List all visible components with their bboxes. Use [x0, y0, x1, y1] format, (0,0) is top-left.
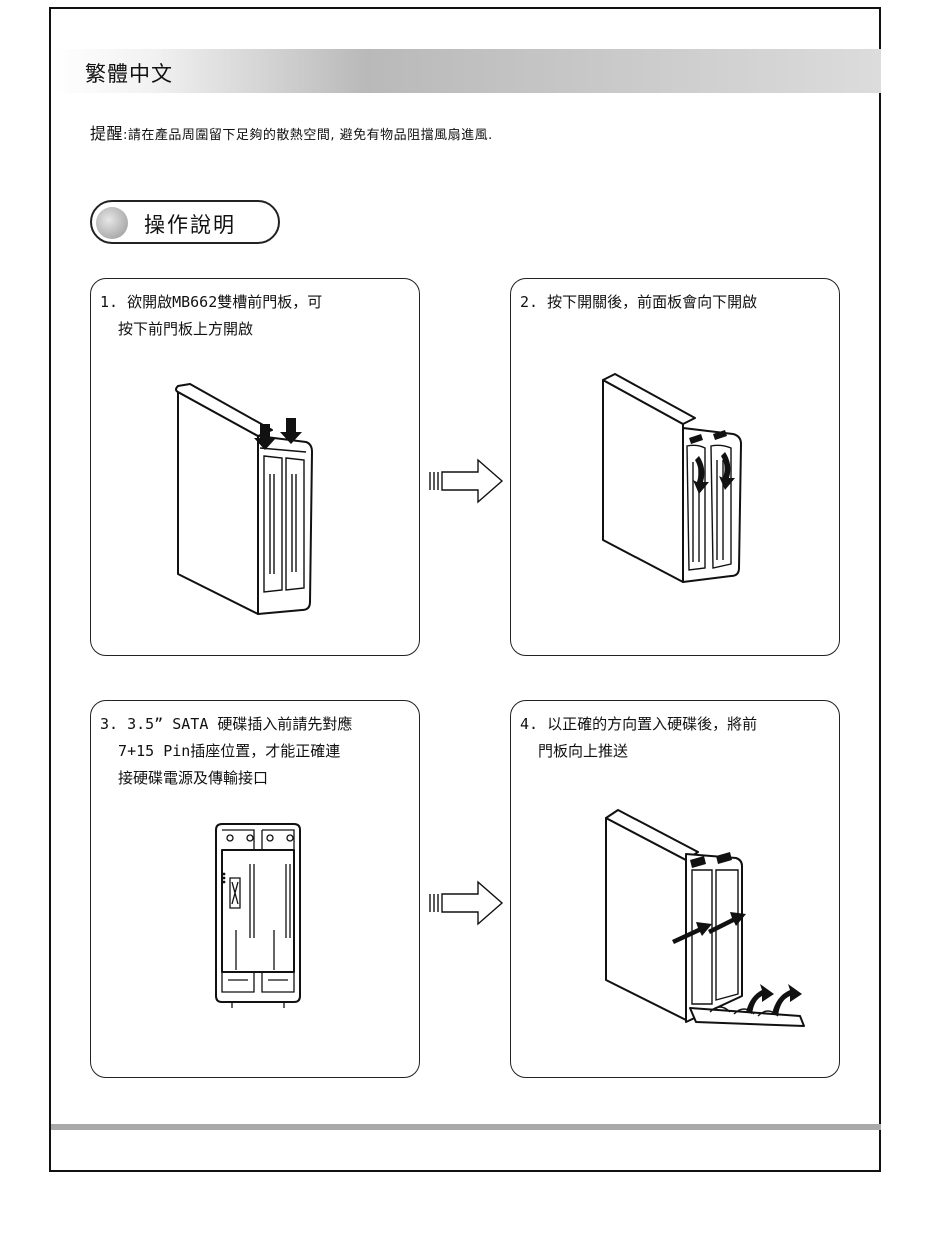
step-4-text: 4. 以正確的方向置入硬碟後，將前 門板向上推送: [520, 711, 757, 765]
step-2-line-1: 2. 按下開關後，前面板會向下開啟: [520, 293, 757, 311]
step-4-line-1: 4. 以正確的方向置入硬碟後，將前: [520, 715, 757, 733]
step-3-text: 3. 3.5” SATA 硬碟插入前請先對應 7+15 Pin插座位置，才能正確…: [100, 711, 352, 792]
step-3-line-2: 7+15 Pin插座位置，才能正確連: [100, 742, 340, 760]
step-2-text: 2. 按下開關後，前面板會向下開啟: [520, 289, 757, 316]
footer-rule: [51, 1124, 881, 1130]
flow-arrow-icon-1: [428, 458, 504, 504]
step-3-line-1: 3. 3.5” SATA 硬碟插入前請先對應: [100, 715, 352, 733]
section-bullet-icon: [96, 207, 128, 239]
enclosure-closed-illustration: [160, 378, 320, 618]
reminder-text: :請在產品周圍留下足夠的散熱空間, 避免有物品阻擋風扇進風.: [123, 128, 493, 143]
section-title: 操作說明: [144, 209, 236, 239]
enclosure-front-open-illustration: [210, 820, 306, 1008]
drive-insertion-illustration: [600, 790, 815, 1030]
step-1-line-1: 1. 欲開啟MB662雙槽前門板，可: [100, 293, 322, 311]
enclosure-door-open-illustration: [595, 372, 755, 586]
step-4-line-2: 門板向上推送: [520, 742, 628, 760]
step-1-text: 1. 欲開啟MB662雙槽前門板，可 按下前門板上方開啟: [100, 289, 322, 343]
flow-arrow-icon-2: [428, 880, 504, 926]
reminder-label: 提醒: [90, 124, 123, 143]
language-header-bar: [51, 49, 881, 93]
step-3-line-3: 接硬碟電源及傳輸接口: [100, 769, 268, 787]
language-title: 繁體中文: [85, 58, 173, 88]
reminder-note: 提醒:請在產品周圍留下足夠的散熱空間, 避免有物品阻擋風扇進風.: [90, 120, 493, 144]
step-1-line-2: 按下前門板上方開啟: [100, 320, 253, 338]
